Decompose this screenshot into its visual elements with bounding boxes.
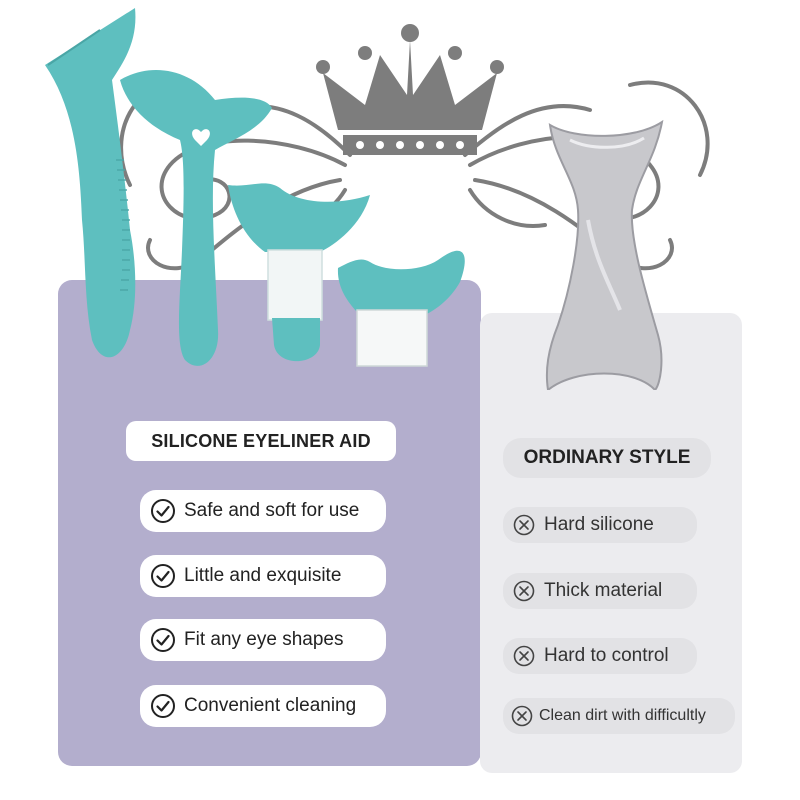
feature-text: Safe and soft for use	[184, 500, 360, 521]
drawback-text: Clean dirt with difficultly	[539, 707, 706, 724]
drawback-text: Hard to control	[544, 645, 669, 666]
feature-text: Fit any eye shapes	[184, 629, 344, 650]
feature-item: Convenient cleaning	[140, 685, 386, 727]
x-circle-icon	[511, 705, 533, 727]
drawback-item: Hard silicone	[503, 507, 697, 543]
drawback-text: Hard silicone	[544, 514, 654, 535]
ordinary-title: ORDINARY STYLE	[503, 438, 711, 478]
x-circle-icon	[513, 645, 535, 667]
check-circle-icon	[151, 499, 175, 523]
feature-item: Fit any eye shapes	[140, 619, 386, 661]
feature-text: Convenient cleaning	[184, 695, 357, 716]
feature-item: Little and exquisite	[140, 555, 386, 597]
ordinary-tool-image	[545, 119, 664, 390]
check-circle-icon	[151, 694, 175, 718]
silicone-title: SILICONE EYELINER AID	[126, 421, 396, 461]
drawback-item: Hard to control	[503, 638, 697, 674]
x-circle-icon	[513, 580, 535, 602]
ordinary-panel	[480, 313, 742, 773]
silicone-tools-image	[45, 8, 465, 367]
feature-text: Little and exquisite	[184, 565, 342, 586]
feature-item: Safe and soft for use	[140, 490, 386, 532]
drawback-item: Thick material	[503, 573, 697, 609]
check-circle-icon	[151, 564, 175, 588]
x-circle-icon	[513, 514, 535, 536]
drawback-item: Clean dirt with difficultly	[503, 698, 735, 734]
check-circle-icon	[151, 628, 175, 652]
drawback-text: Thick material	[544, 580, 663, 601]
